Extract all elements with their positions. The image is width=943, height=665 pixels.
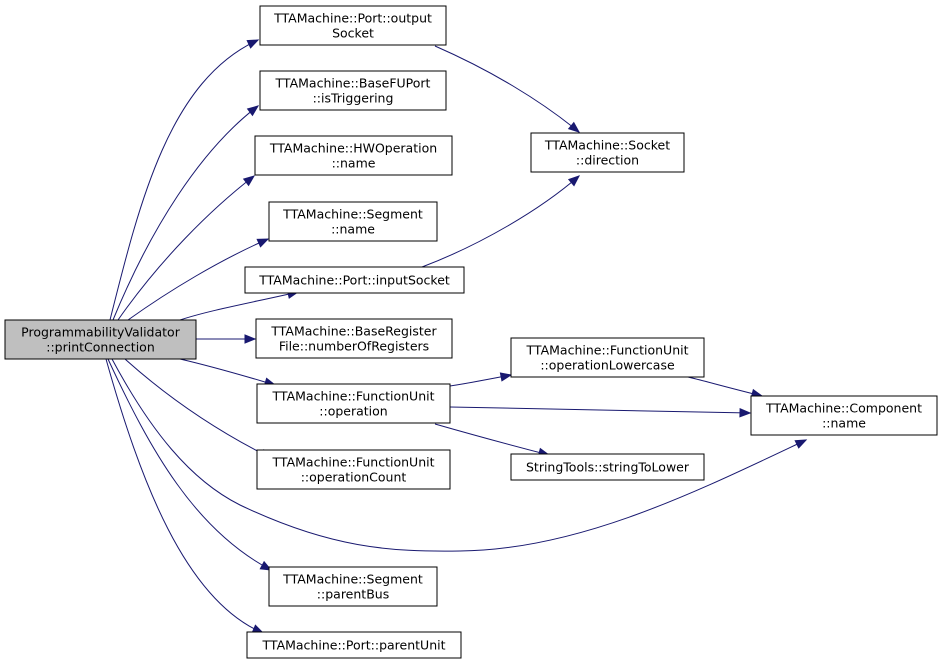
node-label: ::name	[332, 156, 376, 171]
node-label: ::parentBus	[317, 587, 389, 602]
arrowhead-icon	[567, 121, 581, 133]
edge-root-to-hwop-name	[117, 175, 256, 321]
node-label: ::operationLowercase	[540, 358, 675, 373]
edge-root-to-segment-parent-bus	[107, 358, 273, 571]
edge-root-to-fu-operation	[179, 358, 277, 387]
edge-input-socket-to-socket-direction	[421, 175, 581, 268]
node-string-to-lower[interactable]: StringTools::stringToLower	[510, 453, 705, 481]
arrowhead-icon	[739, 408, 752, 418]
edge-root-to-fu-operation-count	[124, 358, 273, 459]
node-label: ::name	[331, 222, 375, 237]
arrowhead-icon	[244, 334, 257, 344]
node-label: ::direction	[576, 153, 639, 168]
node-label: TTAMachine::BaseRegister	[270, 324, 437, 339]
node-label: File::numberOfRegisters	[279, 339, 429, 354]
edge-root-to-is-triggering	[112, 105, 260, 321]
edge-root-to-output-socket	[109, 39, 260, 321]
arrowhead-icon	[246, 105, 260, 117]
node-label: TTAMachine::Component	[765, 401, 922, 416]
arrowhead-icon	[246, 39, 260, 49]
node-label: TTAMachine::Port::inputSocket	[258, 273, 450, 288]
node-label: TTAMachine::Socket	[544, 138, 670, 153]
node-label: TTAMachine::BaseFUPort	[275, 76, 431, 91]
node-hwop-name[interactable]: TTAMachine::HWOperation::name	[254, 135, 453, 176]
edge-root-to-segment-name	[127, 238, 270, 321]
node-label: TTAMachine::Segment	[282, 207, 423, 222]
arrowhead-icon	[256, 238, 270, 248]
arrowhead-icon	[499, 372, 513, 382]
node-label: TTAMachine::FunctionUnit	[272, 389, 435, 404]
node-fu-operation[interactable]: TTAMachine::FunctionUnit::operation	[256, 383, 451, 424]
edge-root-to-component-name	[111, 358, 808, 552]
node-label: Socket	[332, 26, 374, 41]
node-root[interactable]: ProgrammabilityValidator::printConnectio…	[4, 319, 197, 360]
arrowhead-icon	[259, 560, 273, 571]
node-socket-direction[interactable]: TTAMachine::Socket::direction	[530, 132, 685, 173]
arrowhead-icon	[242, 175, 256, 187]
node-segment-name[interactable]: TTAMachine::Segment::name	[268, 201, 438, 242]
node-label: TTAMachine::HWOperation	[269, 141, 437, 156]
edge-root-to-number-of-registers	[196, 334, 257, 344]
arrowhead-icon	[567, 175, 581, 187]
node-component-name[interactable]: TTAMachine::Component::name	[750, 395, 938, 436]
node-input-socket[interactable]: TTAMachine::Port::inputSocket	[244, 266, 465, 294]
node-number-of-registers[interactable]: TTAMachine::BaseRegisterFile::numberOfRe…	[255, 318, 453, 359]
edge-fu-operation-to-component-name	[449, 406, 752, 418]
node-segment-parent-bus[interactable]: TTAMachine::Segment::parentBus	[268, 566, 438, 607]
node-label: ::printConnection	[46, 340, 155, 355]
node-label: TTAMachine::Port::output	[273, 11, 432, 26]
edge-fu-operation-to-fu-operation-lowercase	[449, 372, 513, 387]
node-label: TTAMachine::Segment	[282, 572, 423, 587]
node-label: TTAMachine::Port::parentUnit	[261, 638, 445, 653]
node-fu-operation-lowercase[interactable]: TTAMachine::FunctionUnit::operationLower…	[510, 337, 705, 378]
node-label: TTAMachine::FunctionUnit	[272, 455, 435, 470]
edge-root-to-input-socket	[179, 289, 300, 321]
node-label: ::name	[822, 416, 866, 431]
edge-fu-operation-to-string-to-lower	[434, 423, 551, 457]
node-label: StringTools::stringToLower	[526, 460, 690, 475]
node-fu-operation-count[interactable]: TTAMachine::FunctionUnit::operationCount	[256, 449, 451, 490]
node-label: ::operation	[319, 404, 387, 419]
edge-root-to-port-parent-unit	[105, 358, 265, 634]
arrowhead-icon	[794, 439, 808, 449]
node-label: TTAMachine::FunctionUnit	[526, 343, 689, 358]
node-port-parent-unit[interactable]: TTAMachine::Port::parentUnit	[246, 631, 462, 659]
edge-fu-operation-lowercase-to-component-name	[687, 376, 764, 398]
node-label: ::isTriggering	[313, 91, 394, 106]
node-label: ::operationCount	[301, 470, 407, 485]
edge-output-socket-to-socket-direction	[434, 45, 581, 133]
node-is-triggering[interactable]: TTAMachine::BaseFUPort::isTriggering	[259, 70, 447, 111]
node-label: ProgrammabilityValidator	[21, 325, 181, 340]
